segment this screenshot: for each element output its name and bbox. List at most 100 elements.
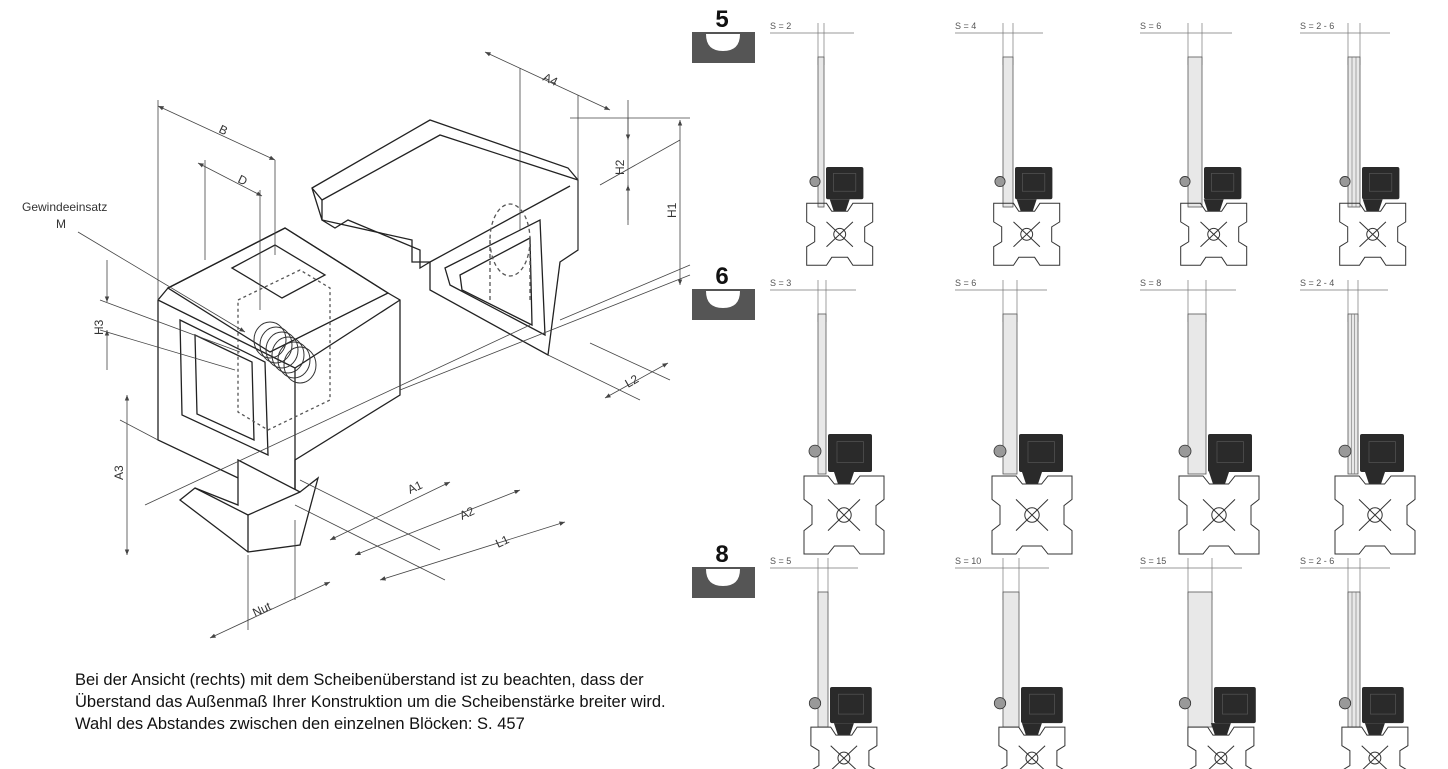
clamp-block — [1362, 167, 1400, 200]
clamp-block — [830, 687, 872, 724]
dim-h1: H1 — [665, 202, 679, 218]
variant-2-2: S = 6 — [955, 278, 1073, 555]
dim-l2: L2 — [623, 372, 642, 391]
screw-head-icon — [808, 697, 822, 710]
dim-b: B — [217, 122, 230, 138]
variant-2-4: S = 2 - 4 — [1300, 278, 1416, 555]
dim-h3: H3 — [92, 319, 106, 335]
aluminium-profile — [1178, 475, 1260, 555]
screw-head-icon — [808, 444, 822, 458]
aluminium-profile — [810, 726, 878, 769]
glass-plate — [1002, 591, 1020, 728]
aluminium-profile — [993, 202, 1061, 266]
glass-plate — [1347, 313, 1359, 475]
screw-head-icon — [1338, 444, 1352, 458]
aluminium-profile — [991, 475, 1073, 555]
screw-head-icon — [993, 444, 1007, 458]
dim-l1: L1 — [493, 532, 511, 550]
dim-a4: A4 — [541, 70, 561, 89]
thickness-label: S = 5 — [770, 556, 791, 566]
thickness-label: S = 6 — [955, 278, 976, 288]
thickness-label: S = 2 - 6 — [1300, 21, 1334, 31]
clamp-block — [1015, 167, 1053, 200]
glass-plate — [1187, 591, 1213, 728]
aluminium-profile — [803, 475, 885, 555]
glass-plate — [1002, 56, 1014, 208]
clamp-block — [1021, 687, 1063, 724]
dimension-labels: Gewindeeinsatz M B D A4 H2 H1 H3 L2 A3 A… — [22, 70, 679, 620]
aluminium-profile — [998, 726, 1066, 769]
clamp-block — [1214, 687, 1256, 724]
thickness-label: S = 8 — [1140, 278, 1161, 288]
thickness-label: S = 15 — [1140, 556, 1166, 566]
clamp-block — [1019, 434, 1063, 472]
clamp-block — [826, 167, 864, 200]
glass-plate — [817, 313, 827, 475]
screw-head-icon — [809, 176, 821, 188]
variant-1-4: S = 2 - 6 — [1300, 21, 1407, 266]
thickness-label: S = 6 — [1140, 21, 1161, 31]
screw-head-icon — [1178, 444, 1192, 458]
dim-nut: Nut — [250, 599, 273, 620]
glass-plate — [817, 56, 825, 208]
dim-h2: H2 — [613, 159, 627, 175]
dim-d: D — [236, 172, 250, 188]
clamp-block — [1362, 687, 1404, 724]
aluminium-profile — [1334, 475, 1416, 555]
nut-size-badge: 6 — [692, 263, 755, 320]
clamp-block — [1360, 434, 1404, 472]
t-nut — [178, 458, 320, 553]
variant-1-2: S = 4 — [955, 21, 1061, 266]
dim-a2: A2 — [457, 504, 477, 523]
nut-size-badge: 8 — [692, 541, 755, 598]
note-text: Bei der Ansicht (rechts) mit dem Scheibe… — [75, 669, 775, 735]
nut-size-number: 6 — [715, 263, 728, 290]
variant-grid: 5 S = 2 S = 4 S = 6 S = 2 - 6 6 S = 3 S = 6 S = … — [692, 6, 1416, 769]
screw-head-icon — [993, 697, 1007, 710]
thickness-label: S = 2 - 4 — [1300, 278, 1334, 288]
variant-3-2: S = 10 — [955, 556, 1066, 769]
aluminium-profile — [806, 202, 874, 266]
variant-1-3: S = 6 — [1140, 21, 1248, 266]
dimension-lines — [77, 51, 691, 639]
variant-3-1: S = 5 — [770, 556, 878, 769]
aluminium-profile — [1180, 202, 1248, 266]
aluminium-profile — [1187, 726, 1255, 769]
note-line-1: Bei der Ansicht (rechts) mit dem Scheibe… — [75, 671, 644, 689]
screw-head-icon — [1338, 697, 1352, 710]
glass-plate — [1347, 56, 1361, 208]
clamp-block — [1204, 167, 1242, 200]
clamp-block — [828, 434, 872, 472]
thickness-label: S = 2 — [770, 21, 791, 31]
dim-a1: A1 — [405, 478, 425, 497]
thickness-label: S = 10 — [955, 556, 981, 566]
screw-head-icon — [1179, 176, 1191, 188]
thread-label-m: M — [56, 217, 66, 231]
variant-3-3: S = 15 — [1140, 556, 1256, 769]
clamp-block — [1208, 434, 1252, 472]
screw-head-icon — [994, 176, 1006, 188]
note-line-3: Wahl des Abstandes zwischen den einzelne… — [75, 715, 525, 733]
variant-2-1: S = 3 — [770, 278, 885, 555]
screw-head-icon — [1178, 697, 1192, 710]
aluminium-profile — [1341, 726, 1409, 769]
thickness-label: S = 3 — [770, 278, 791, 288]
dim-a3: A3 — [112, 465, 126, 480]
glass-plate — [1187, 56, 1203, 208]
variant-2-3: S = 8 — [1140, 278, 1260, 555]
thread-insert-icon — [253, 321, 317, 384]
nut-size-number: 8 — [715, 541, 728, 568]
thickness-label: S = 4 — [955, 21, 976, 31]
glass-plate — [1187, 313, 1207, 475]
variant-3-4: S = 2 - 6 — [1300, 556, 1409, 769]
aluminium-profile — [1339, 202, 1407, 266]
glass-plate — [1002, 313, 1018, 475]
isometric-drawing — [157, 119, 579, 553]
nut-size-badge: 5 — [692, 6, 755, 63]
thickness-label: S = 2 - 6 — [1300, 556, 1334, 566]
variant-1-1: S = 2 — [770, 21, 874, 266]
thread-label: Gewindeeinsatz — [22, 200, 107, 214]
screw-head-icon — [1339, 176, 1351, 188]
nut-size-number: 5 — [715, 6, 728, 33]
